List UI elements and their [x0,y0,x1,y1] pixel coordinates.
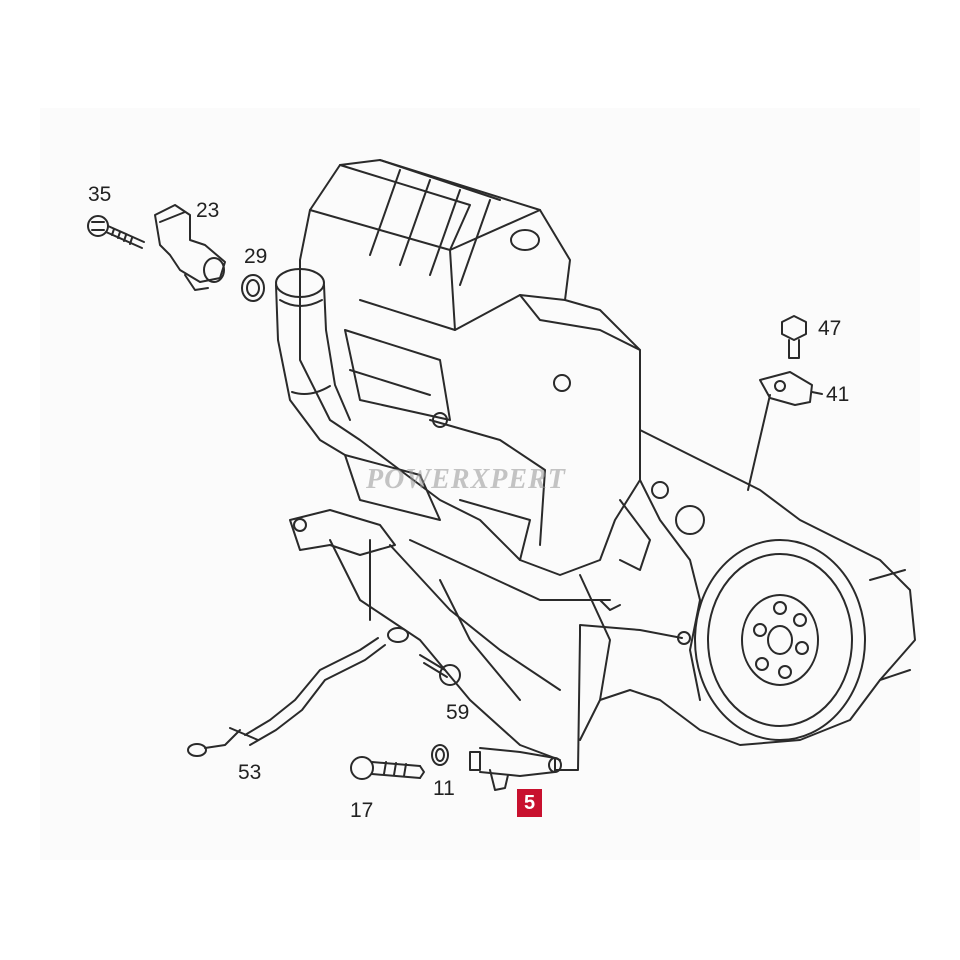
label-47: 47 [818,317,842,340]
ground-cable-53 [187,539,409,757]
label-29: 29 [244,245,268,268]
label-53: 53 [238,761,262,784]
leader-41 [811,391,823,395]
bolt-35 [87,215,145,249]
label-17: 17 [350,799,374,822]
crank-sensor-5 [469,624,691,791]
engine-block [299,159,641,576]
label-59: 59 [446,701,470,724]
label-35: 35 [88,183,112,206]
diagram-panel [40,108,920,860]
watermark: POWERXPERT [366,464,566,495]
bolt-47 [781,315,807,359]
label-41: 41 [826,383,850,406]
oring-29 [241,274,265,302]
bolt-59 [419,654,461,686]
seal-ring-11 [431,744,449,766]
bolt-17 [350,756,425,780]
knock-sensor-41 [747,371,813,491]
label-5-highlighted[interactable]: 5 [517,789,542,817]
sensor-23 [154,204,226,291]
flywheel [694,539,866,741]
transmission [599,429,916,746]
label-11: 11 [433,777,455,800]
label-23: 23 [196,199,220,222]
intake-tube [275,268,351,456]
